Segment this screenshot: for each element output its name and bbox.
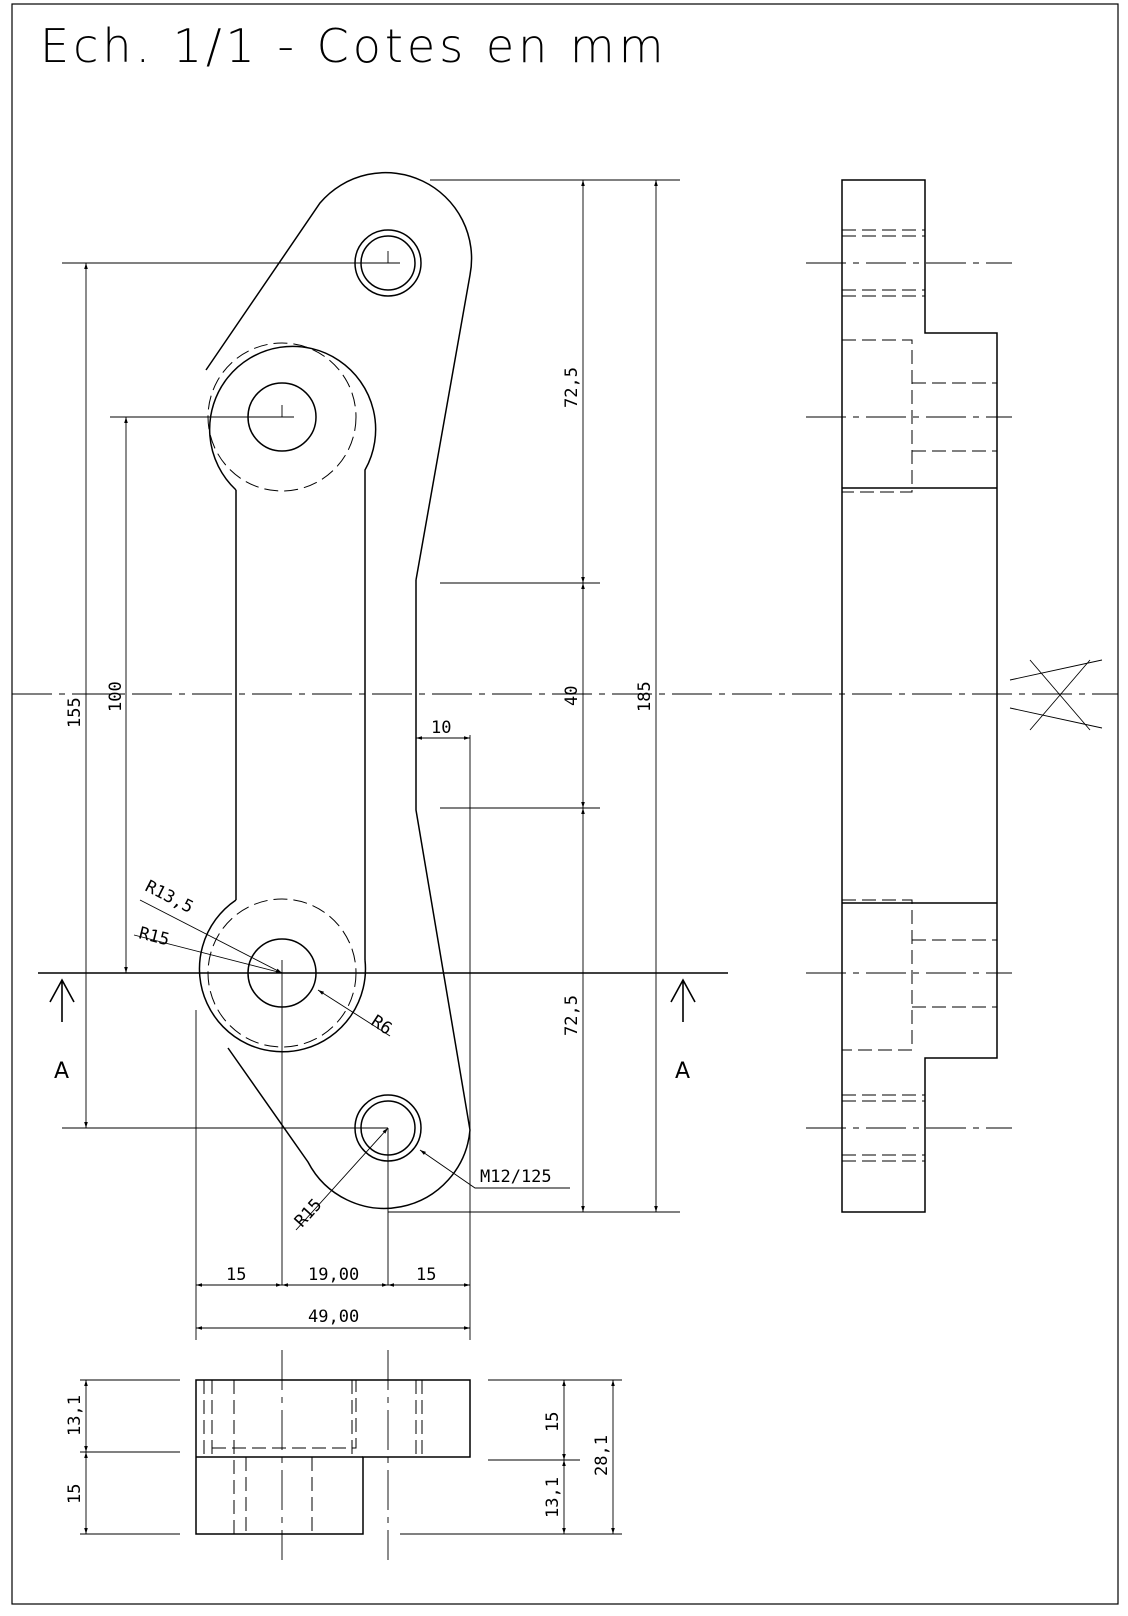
dim-40-label: 40 xyxy=(562,686,582,706)
dim-72-5-top-label: 72,5 xyxy=(562,367,582,408)
side-hidden-lower-boss xyxy=(842,899,913,1051)
dim-185-label: 185 xyxy=(635,681,655,712)
dim-155-label: 155 xyxy=(65,697,85,728)
lower-boss-outline xyxy=(198,899,367,1053)
dim-h28-1-label: 28,1 xyxy=(592,1435,612,1476)
upper-hole-center-mark xyxy=(281,405,294,418)
front-view: A A 155 100 72,5 40 72,5 185 10 R13,5 xyxy=(12,171,1118,1340)
section-label-left: A xyxy=(54,1059,69,1084)
dim-w15-left-label: 15 xyxy=(226,1265,246,1285)
section-arrow-left xyxy=(49,978,75,1022)
r6-leader xyxy=(317,989,391,1037)
section-arrow-right xyxy=(670,978,696,1022)
symmetry-symbol xyxy=(1009,659,1103,731)
page-title: Ech. 1/1 - Cotes en mm xyxy=(40,19,668,73)
bottom-view: 13,1 15 15 13,1 28,1 xyxy=(65,1350,622,1560)
section-label-right: A xyxy=(675,1059,690,1084)
dim-h13-1-right-label: 13,1 xyxy=(543,1477,563,1518)
r15-bottom-label: R15 xyxy=(291,1195,326,1231)
bottom-lobe-outline xyxy=(227,1047,471,1210)
sheet-frame xyxy=(11,3,1119,1605)
m12-label: M12/125 xyxy=(480,1167,552,1187)
r15-bottom-leader xyxy=(295,1127,389,1231)
side-hidden-upper-boss xyxy=(842,339,913,493)
m12-leader xyxy=(419,1149,570,1189)
dim-100-label: 100 xyxy=(106,681,126,712)
dim-w15-right-label: 15 xyxy=(416,1265,436,1285)
r15-left-label: R15 xyxy=(137,923,172,950)
r6-label: R6 xyxy=(367,1011,395,1039)
dim-h15-right-label: 15 xyxy=(543,1412,563,1432)
top-hole-center-mark xyxy=(387,251,400,264)
dim-w49-label: 49,00 xyxy=(308,1307,359,1327)
dim-10-label: 10 xyxy=(431,718,451,738)
r15-left-leader xyxy=(133,934,283,974)
right-contour xyxy=(415,580,471,1131)
dim-h15-left-label: 15 xyxy=(65,1484,85,1504)
dim-w19-label: 19,00 xyxy=(308,1265,359,1285)
side-view xyxy=(806,179,1103,1213)
dim-h13-1-left-label: 13,1 xyxy=(65,1395,85,1436)
top-lobe-outline xyxy=(205,171,473,581)
r13-5-leader xyxy=(139,899,283,974)
bottom-hidden-3 xyxy=(212,1380,357,1449)
side-outline xyxy=(841,179,998,1213)
upper-boss-outline xyxy=(208,345,377,960)
r13-5-label: R13,5 xyxy=(142,877,197,918)
dim-72-5-bottom-label: 72,5 xyxy=(562,995,582,1036)
